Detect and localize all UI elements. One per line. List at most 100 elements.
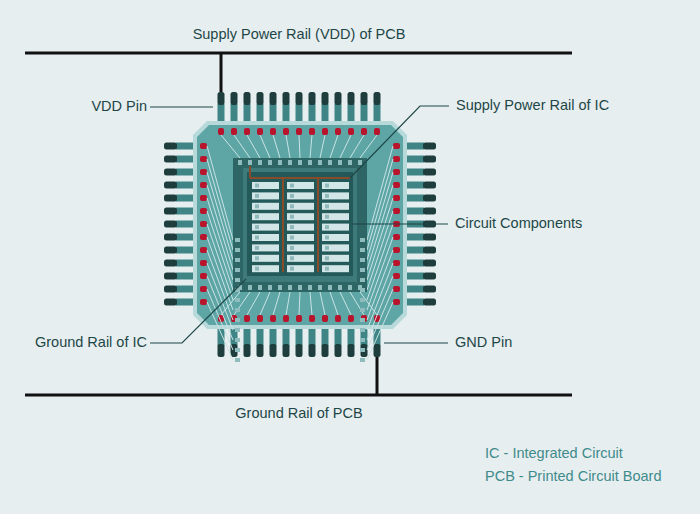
bond-pad [393,260,400,266]
die-pad [235,268,240,272]
circuit-component [322,244,349,251]
pin-tip [164,182,177,189]
die-pad [298,160,302,165]
bond-pad [200,247,207,253]
bond-wire [320,135,325,158]
bond-pad [393,208,400,214]
bond-wire [260,292,270,315]
pin-tip [335,92,342,105]
circuit-component [287,234,314,241]
bond-pad [200,195,207,201]
pin-tip [270,92,277,105]
bond-pad [322,128,328,135]
bond-wire [360,135,377,158]
circuit-component-detail [290,215,294,219]
bond-wire [367,289,393,350]
bond-pad [393,195,400,201]
bond-pad [244,128,250,135]
bond-wire [207,198,233,280]
circuit-component-detail [255,215,259,219]
circuit-component-detail [290,204,294,208]
bond-wire [207,185,233,270]
bond-pad [231,128,237,135]
die-pad [338,160,342,165]
bond-pad [393,156,400,162]
pin-tip [423,169,436,176]
pin-tip [164,299,177,306]
bond-pad [244,315,250,322]
part-label: Ground Rail of IC [35,334,147,351]
die-core [247,172,353,276]
pin-tip [164,156,177,163]
circuit-component [252,265,279,272]
pin-tip [296,92,303,105]
bond-pad [296,128,302,135]
pin-tip [257,92,264,105]
circuit-component [322,182,349,189]
bond-pad [270,315,276,322]
pin-tip [164,195,177,202]
bond-pad [309,128,315,135]
part-label: VDD Pin [91,98,147,115]
pin-tip [348,92,355,105]
pin-tip [423,143,436,150]
circuit-component [287,182,314,189]
pin-tip [270,344,277,357]
part-label: Supply Power Rail of IC [456,97,609,114]
circuit-component [287,192,314,199]
circuit-component [322,265,349,272]
pin-tip [423,273,436,280]
circuit-component-detail [290,184,294,188]
bond-pad [200,221,207,227]
pin-tip [164,143,177,150]
die-pad [278,285,282,290]
bond-wire [207,302,233,360]
circuit-component [252,213,279,220]
die-pad [328,285,332,290]
die-pad [308,285,312,290]
circuit-component-detail [325,215,329,219]
die-pad [238,160,242,165]
pin-tip [423,260,436,267]
bond-pad [200,182,207,188]
die-pad [235,338,240,342]
circuit-component-detail [290,267,294,271]
pin-tip [335,344,342,357]
pin-tip [164,247,177,254]
die-pad [360,348,365,352]
bond-pad [309,315,315,322]
pin-tip [423,286,436,293]
pin-tip [283,92,290,105]
die-pad [235,258,240,262]
bond-wire [299,292,300,315]
die-pad [358,160,362,165]
bond-wire [207,289,233,350]
die-pad [235,328,240,332]
bond-pad [361,315,367,322]
pin-tip [257,344,264,357]
pcb-supply-rail [25,52,572,55]
pin-tip [283,344,290,357]
die-pad [360,328,365,332]
pin-tip [309,92,316,105]
bond-wire [286,292,290,315]
pin-tip [374,344,381,357]
bond-pad [348,315,354,322]
bond-wire [247,135,260,158]
bond-wire [207,211,233,290]
bond-pad [257,128,263,135]
circuit-component [287,255,314,262]
pin-tip [423,156,436,163]
bond-wire [320,292,325,315]
circuit-component-detail [325,236,329,240]
circuit-component [322,255,349,262]
bond-wire [286,135,290,158]
die-pad [348,160,352,165]
leader-lines [150,106,449,343]
circuit-component-detail [290,256,294,260]
bond-pad [393,247,400,253]
circuit-component [252,182,279,189]
pin-tip [218,344,225,357]
pin-tip [164,260,177,267]
